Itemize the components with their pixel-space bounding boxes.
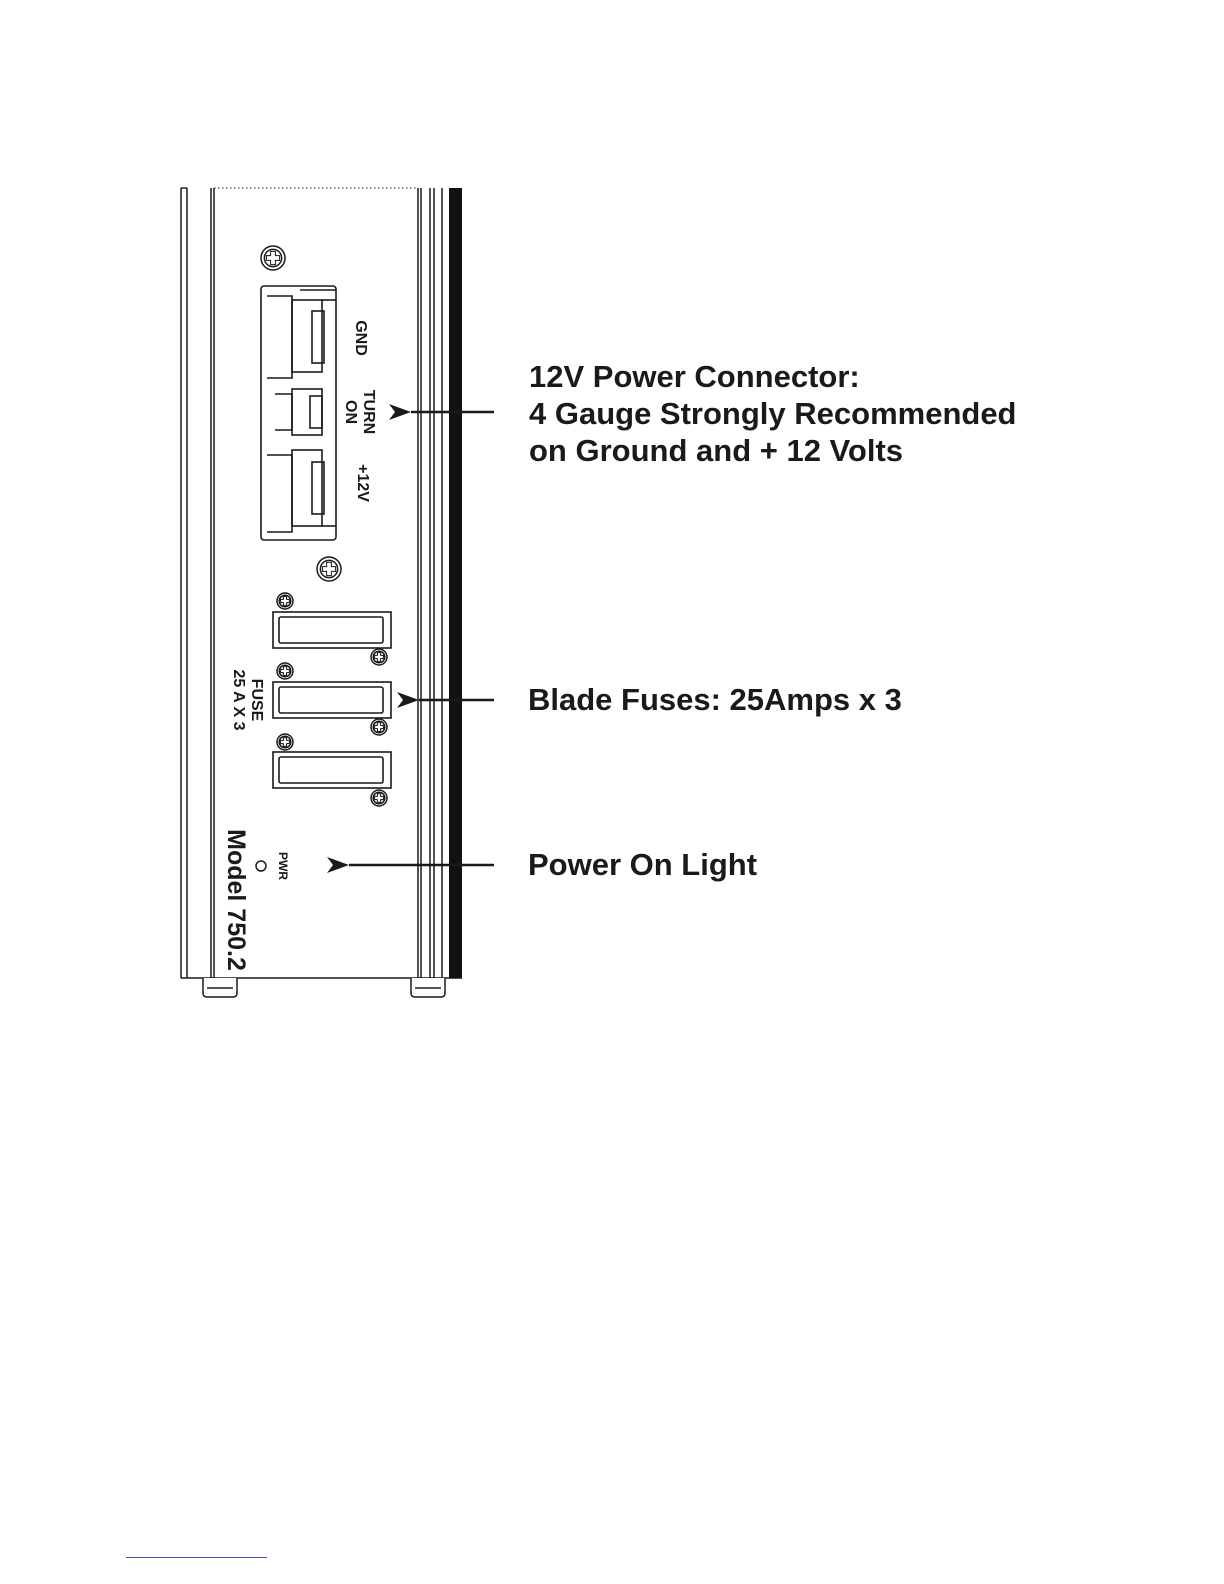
power-connector-block — [261, 286, 336, 540]
screw-fuse-2-bottom-icon — [371, 719, 387, 735]
fuse-label-line2: 25 A X 3 — [230, 669, 247, 730]
power-connector-callout-line2: 4 Gauge Strongly Recommended — [529, 395, 1017, 432]
pwr-label: PWR — [276, 852, 290, 880]
fuse-label: FUSE 25 A X 3 — [230, 669, 265, 730]
footnote-rule — [126, 1557, 267, 1558]
screw-fuse-3-bottom-icon — [371, 790, 387, 806]
blade-fuses-callout-text: Blade Fuses: 25Amps x 3 — [528, 681, 902, 718]
power-connector-callout: 12V Power Connector: 4 Gauge Strongly Re… — [529, 358, 1017, 469]
chassis-feet — [203, 978, 445, 997]
screw-connector-top-icon — [261, 246, 285, 270]
fuse-3 — [273, 752, 391, 788]
screw-fuse-2-top-icon — [277, 663, 293, 679]
gnd-label: GND — [352, 320, 369, 356]
power-connector-callout-line1: 12V Power Connector: — [529, 358, 1017, 395]
screw-fuse-3-top-icon — [277, 734, 293, 750]
fuse-1 — [273, 612, 391, 648]
screw-connector-bottom-icon — [317, 557, 341, 581]
screw-fuse-1-bottom-icon — [371, 649, 387, 665]
fuse-2 — [273, 682, 391, 718]
connector-labels: GND TURN ON +12V — [342, 320, 377, 502]
plus12v-label: +12V — [354, 464, 371, 502]
model-label: Model 750.2 — [222, 829, 250, 971]
on-label: ON — [342, 400, 359, 424]
power-connector-callout-line3: on Ground and + 12 Volts — [529, 432, 1017, 469]
blade-fuses — [273, 612, 391, 788]
power-light-callout-text: Power On Light — [528, 846, 757, 883]
power-light: PWR — [256, 852, 290, 880]
fuse-label-line1: FUSE — [248, 679, 265, 722]
power-light-callout: Power On Light — [528, 846, 757, 883]
blade-fuses-callout: Blade Fuses: 25Amps x 3 — [528, 681, 902, 718]
screw-fuse-1-top-icon — [277, 593, 293, 609]
turn-label: TURN — [360, 390, 377, 434]
power-led — [256, 861, 266, 871]
heatsink-bar — [449, 188, 462, 978]
